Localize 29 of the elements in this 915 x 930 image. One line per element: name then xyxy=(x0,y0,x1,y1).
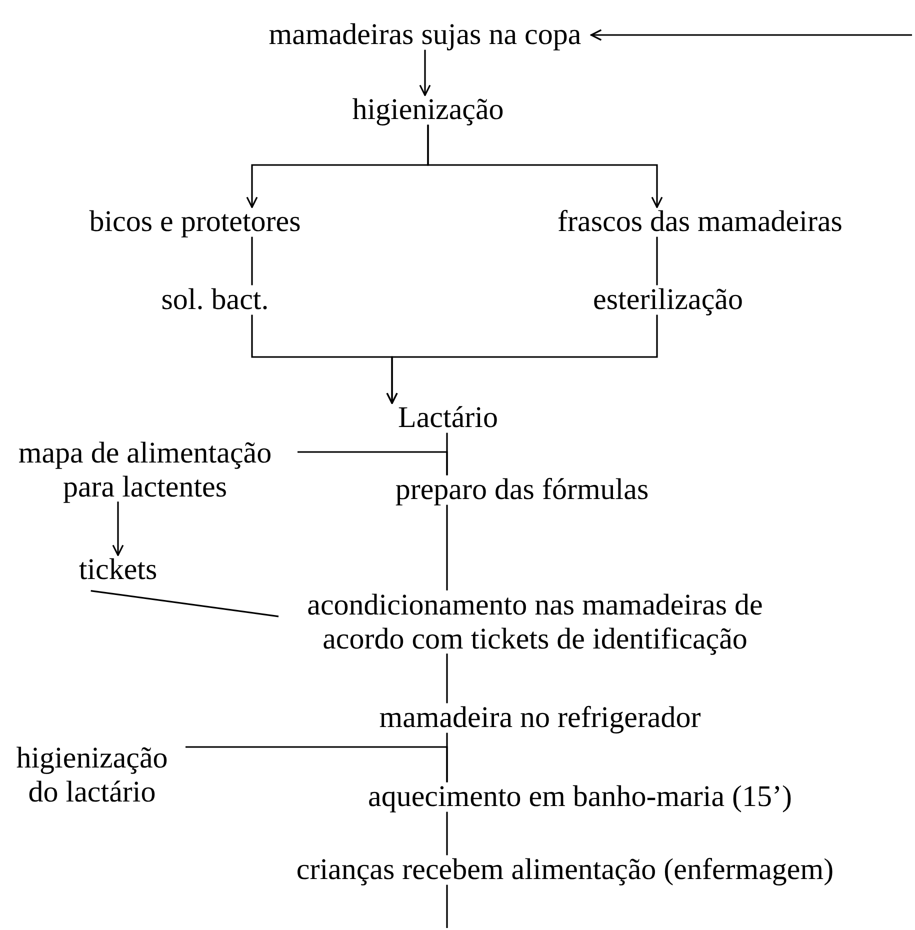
flow-step-text: higienização xyxy=(352,93,504,127)
flow-step-text: preparo das fórmulas xyxy=(395,473,649,507)
flow-step-text: mamadeiras sujas na copa xyxy=(268,18,582,52)
flow-step-text: higienização do lactário xyxy=(4,741,180,809)
flow-step-text: aquecimento em banho-maria (15’) xyxy=(368,780,792,814)
connector-line xyxy=(298,451,448,476)
connector-line xyxy=(90,590,279,618)
flow-step-text: bicos e protetores xyxy=(89,205,301,239)
connector-line xyxy=(446,812,448,856)
arrow xyxy=(427,124,663,208)
connector-line xyxy=(446,884,448,928)
arrow xyxy=(590,29,912,41)
flow-step-text: tickets xyxy=(78,553,158,587)
connector-line xyxy=(446,732,448,782)
flow-step-text: crianças recebem alimentação (enfermagem) xyxy=(296,853,834,887)
flow-step-text: frascos das mamadeiras xyxy=(558,205,842,239)
flow-step-text: Lactário xyxy=(398,401,498,435)
flow-step-text: sol. bact. xyxy=(161,283,269,317)
arrow xyxy=(112,502,124,556)
connector-line xyxy=(446,504,448,590)
connector-line xyxy=(251,236,253,286)
flow-step-text: acondicionamento nas mamadeiras de acordo com tickets de identificação xyxy=(282,588,788,656)
flow-step-text: esterilização xyxy=(593,283,743,317)
arrow xyxy=(419,50,431,96)
arrow xyxy=(386,314,658,404)
connector-line xyxy=(446,654,448,704)
flow-step-text: mamadeira no refrigerador xyxy=(379,701,701,735)
flow-step-text: mapa de alimentação para lactentes xyxy=(2,436,288,504)
connector-line xyxy=(656,236,658,286)
